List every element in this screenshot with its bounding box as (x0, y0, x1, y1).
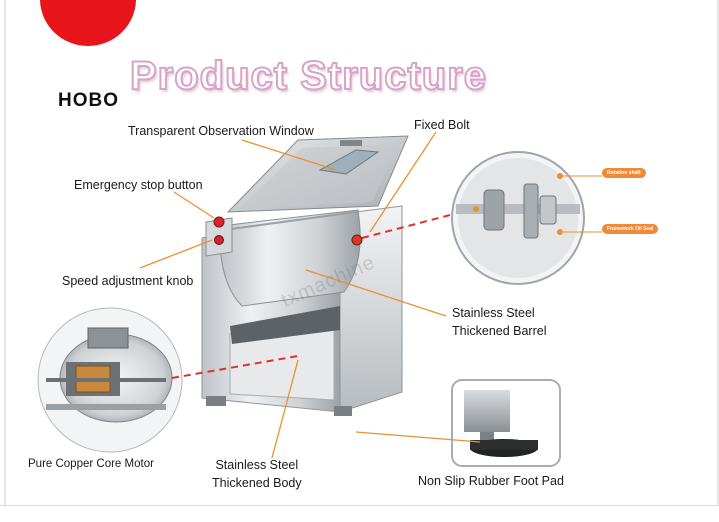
mixer-machine (201, 135, 409, 416)
callout-oil-seal: Framework Oil Seal (602, 224, 659, 234)
product-diagram-frame: 10% (4, 0, 719, 505)
label-barrel: Stainless Steel Thickened Barrel (452, 304, 547, 340)
label-body: Stainless Steel Thickened Body (212, 456, 302, 492)
label-barrel-line2: Thickened Barrel (452, 324, 547, 338)
shaft-inset (451, 151, 602, 285)
callout-rotation-shaft: Rotation shaft (602, 168, 646, 178)
foot-pad-inset (451, 379, 561, 467)
mixer-illustration (37, 131, 602, 467)
brand-name: HOBO (58, 90, 119, 111)
connector-dashes (171, 213, 455, 379)
label-speed-knob: Speed adjustment knob (62, 274, 194, 288)
bottom-bar (0, 505, 719, 522)
page-title: Product Structure (129, 53, 488, 99)
label-barrel-line1: Stainless Steel (452, 306, 535, 320)
label-emergency-stop: Emergency stop button (74, 178, 203, 192)
label-observation-window: Transparent Observation Window (128, 124, 314, 138)
motor-inset (37, 307, 183, 453)
label-body-line1: Stainless Steel (215, 458, 299, 472)
label-body-line2: Thickened Body (212, 476, 302, 490)
label-fixed-bolt: Fixed Bolt (414, 118, 470, 132)
label-motor: Pure Copper Core Motor (28, 458, 154, 470)
leader-lines (139, 131, 481, 459)
label-foot-pad: Non Slip Rubber Foot Pad (418, 474, 564, 488)
